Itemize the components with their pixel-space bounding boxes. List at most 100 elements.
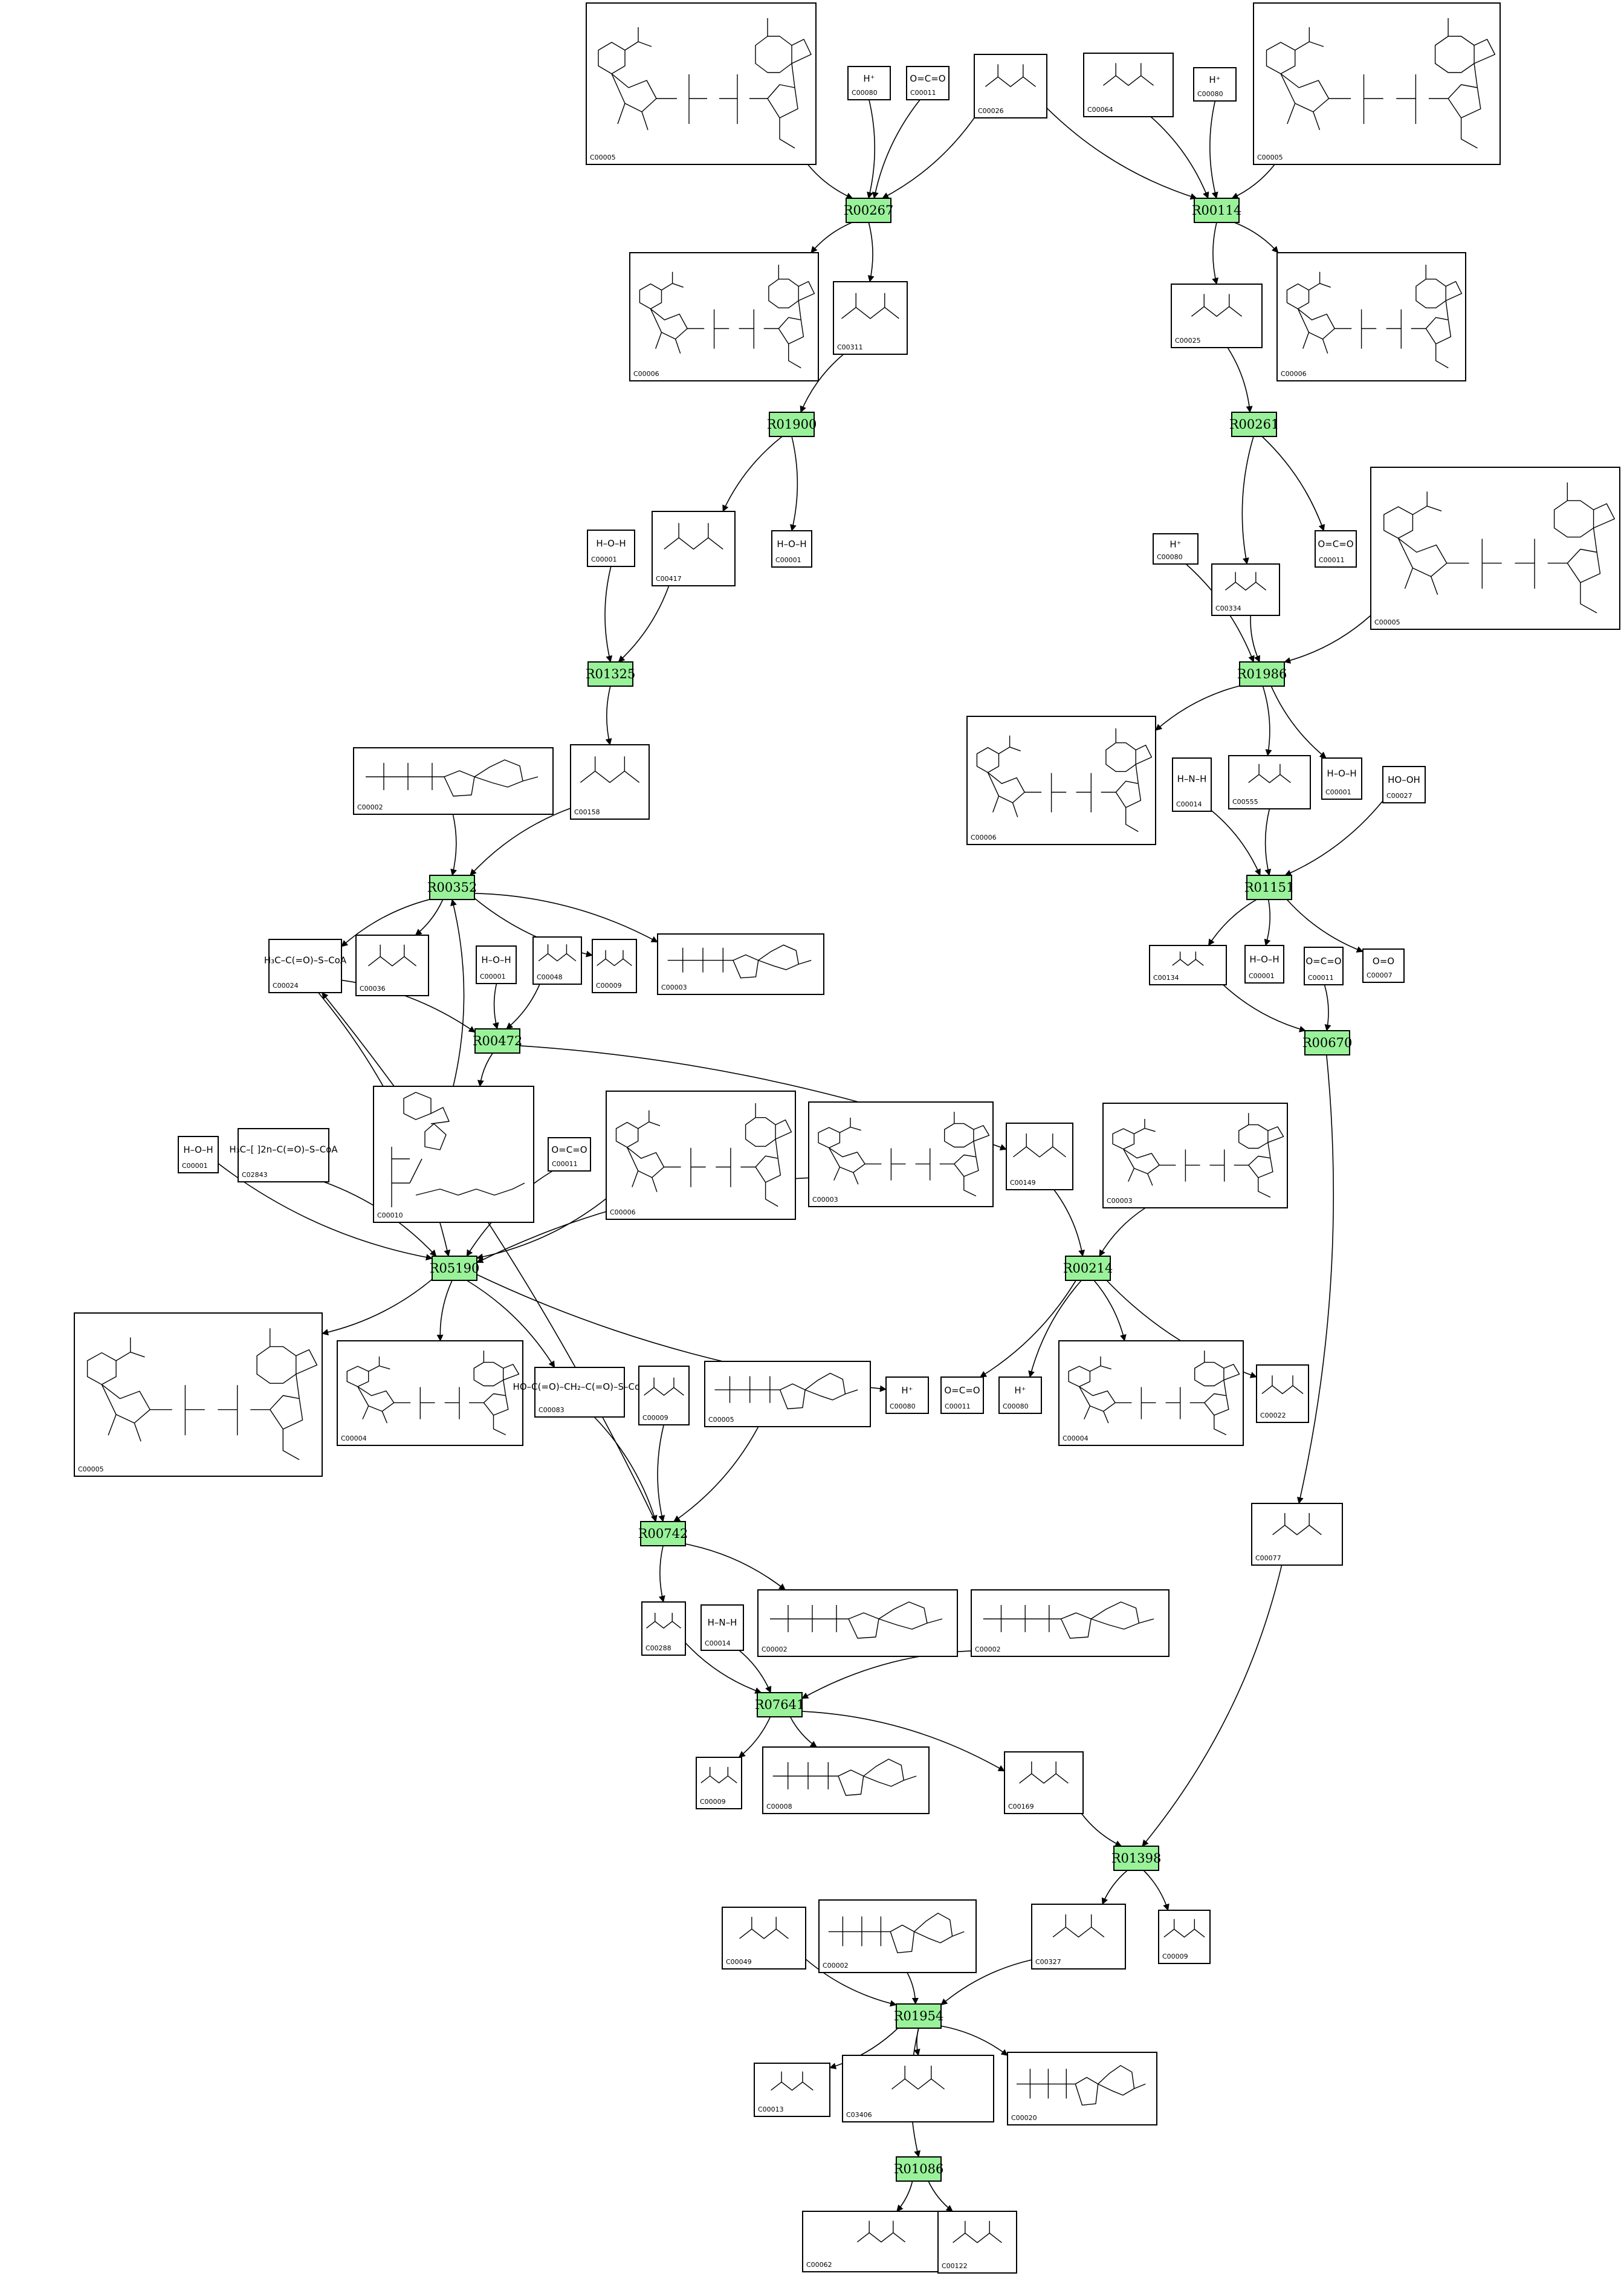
- reaction-r01986[interactable]: R01986: [1237, 661, 1287, 687]
- reaction-r07641[interactable]: R07641: [755, 1692, 805, 1717]
- reaction-r01086[interactable]: R01086: [894, 2156, 944, 2182]
- compound-box[interactable]: [762, 1746, 930, 1814]
- compound-box[interactable]: [373, 1086, 534, 1223]
- compound-c00013[interactable]: C00013: [754, 2063, 830, 2117]
- reaction-box[interactable]: [757, 1692, 803, 1717]
- compound-box[interactable]: [847, 66, 891, 100]
- reaction-r01151[interactable]: R01151: [1244, 875, 1295, 900]
- compound-c00006[interactable]: C00006: [629, 252, 819, 381]
- compound-c00005[interactable]: C00005: [1253, 2, 1501, 165]
- compound-box[interactable]: [757, 1589, 958, 1657]
- reaction-box[interactable]: [474, 1028, 520, 1054]
- compound-c00008[interactable]: C00008: [762, 1746, 930, 1814]
- compound-c00020[interactable]: C00020: [1007, 2052, 1157, 2125]
- compound-c00080[interactable]: H⁺C00080: [885, 1376, 929, 1414]
- reaction-box[interactable]: [429, 875, 475, 900]
- compound-box[interactable]: [1315, 530, 1357, 568]
- reaction-box[interactable]: [587, 661, 633, 687]
- compound-box[interactable]: [587, 530, 635, 567]
- reaction-r00214[interactable]: R00214: [1063, 1256, 1113, 1281]
- compound-box[interactable]: [178, 1136, 219, 1173]
- compound-c00134[interactable]: C00134: [1149, 945, 1227, 985]
- compound-c00005[interactable]: C00005: [74, 1312, 323, 1477]
- compound-c00009[interactable]: C00009: [592, 939, 637, 993]
- compound-c00005[interactable]: C00005: [586, 2, 817, 165]
- compound-c00311[interactable]: C00311: [833, 281, 908, 355]
- compound-box[interactable]: [652, 511, 736, 586]
- reaction-r01954[interactable]: R01954: [894, 2003, 944, 2029]
- reaction-box[interactable]: [1239, 661, 1285, 687]
- compound-box[interactable]: [940, 1376, 984, 1414]
- reaction-r00742[interactable]: R00742: [638, 1521, 688, 1546]
- compound-box[interactable]: [532, 936, 582, 985]
- compound-box[interactable]: [1244, 945, 1284, 984]
- compound-box[interactable]: [74, 1312, 323, 1477]
- compound-c00064[interactable]: C00064: [1083, 53, 1174, 117]
- reaction-r00352[interactable]: R00352: [427, 875, 477, 900]
- compound-c00062[interactable]: C00062: [802, 2211, 960, 2272]
- reaction-box[interactable]: [432, 1256, 477, 1281]
- compound-c00005[interactable]: C00005: [1370, 467, 1620, 630]
- compound-box[interactable]: [833, 281, 908, 355]
- reaction-r00114[interactable]: R00114: [1192, 198, 1242, 223]
- compound-c00158[interactable]: C00158: [570, 744, 650, 820]
- compound-c00022[interactable]: C00022: [1256, 1364, 1309, 1423]
- reaction-box[interactable]: [1246, 875, 1292, 900]
- compound-box[interactable]: [268, 939, 342, 993]
- compound-c00005[interactable]: C00005: [704, 1361, 871, 1427]
- compound-c00025[interactable]: C00025: [1171, 284, 1263, 348]
- reaction-r01325[interactable]: R01325: [586, 661, 636, 687]
- compound-box[interactable]: [1193, 67, 1237, 102]
- compound-c00009[interactable]: C00009: [638, 1366, 690, 1425]
- compound-c00334[interactable]: C00334: [1211, 563, 1280, 616]
- compound-box[interactable]: [1172, 757, 1212, 812]
- compound-c00010[interactable]: C00010: [373, 1086, 534, 1223]
- reaction-box[interactable]: [1113, 1846, 1159, 1871]
- compound-c00555[interactable]: C00555: [1228, 755, 1311, 809]
- compound-c00009[interactable]: C00009: [696, 1757, 742, 1809]
- reaction-box[interactable]: [896, 2003, 942, 2029]
- compound-c00003[interactable]: C00003: [1102, 1103, 1288, 1208]
- reaction-box[interactable]: [896, 2156, 942, 2182]
- compound-c00002[interactable]: C00002: [757, 1589, 958, 1657]
- compound-box[interactable]: [1253, 2, 1501, 165]
- compound-c00288[interactable]: C00288: [641, 1601, 686, 1656]
- compound-c00080[interactable]: H⁺C00080: [998, 1376, 1042, 1414]
- reaction-r01900[interactable]: R01900: [767, 412, 817, 437]
- compound-box[interactable]: [704, 1361, 871, 1427]
- reaction-box[interactable]: [1194, 198, 1240, 223]
- reaction-box[interactable]: [1065, 1256, 1111, 1281]
- compound-c00327[interactable]: C00327: [1031, 1904, 1126, 1970]
- compound-c00004[interactable]: C00004: [1058, 1340, 1244, 1446]
- compound-box[interactable]: [971, 1589, 1169, 1657]
- compound-box[interactable]: [1362, 948, 1405, 983]
- compound-box[interactable]: [641, 1601, 686, 1656]
- compound-c03406[interactable]: C03406: [842, 2055, 994, 2122]
- reaction-r00670[interactable]: R00670: [1302, 1030, 1353, 1055]
- compound-box[interactable]: [570, 744, 650, 820]
- compound-c00149[interactable]: C00149: [1006, 1123, 1073, 1190]
- compound-c00122[interactable]: C00122: [937, 2211, 1017, 2274]
- reaction-r00267[interactable]: R00267: [844, 198, 894, 223]
- compound-c00004[interactable]: C00004: [337, 1340, 523, 1446]
- compound-c00077[interactable]: C00077: [1251, 1503, 1343, 1566]
- compound-box[interactable]: [657, 933, 824, 995]
- compound-c00417[interactable]: C00417: [652, 511, 736, 586]
- compound-c00169[interactable]: C00169: [1004, 1751, 1084, 1814]
- compound-c00026[interactable]: C00026: [974, 54, 1047, 118]
- compound-box[interactable]: [1304, 947, 1344, 985]
- compound-box[interactable]: [586, 2, 817, 165]
- compound-c00002[interactable]: C00002: [353, 747, 554, 815]
- reaction-r00472[interactable]: R00472: [473, 1028, 523, 1054]
